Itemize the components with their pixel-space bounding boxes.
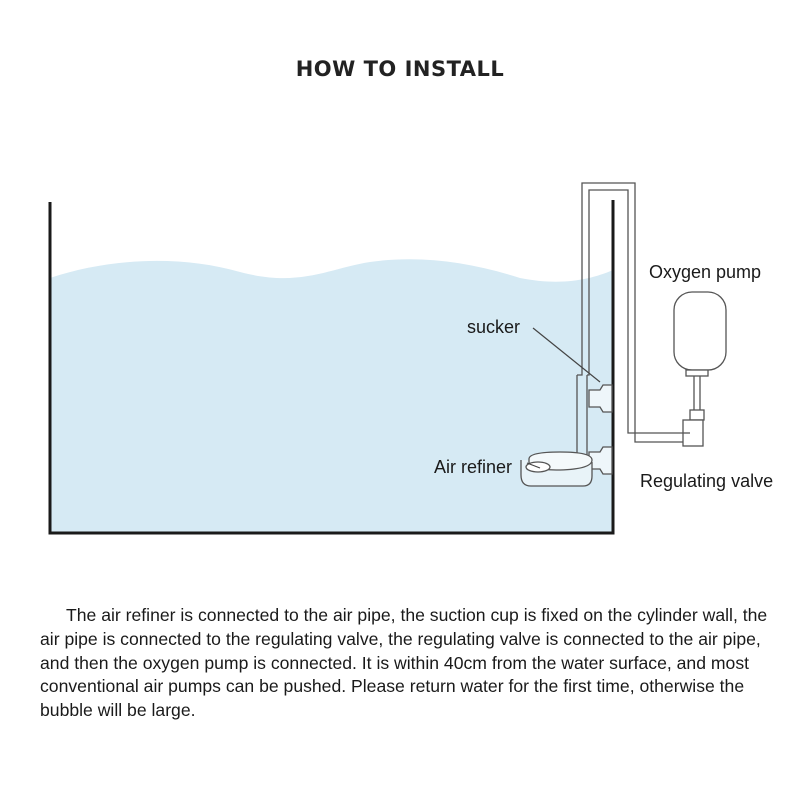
regulating-valve-label: Regulating valve	[640, 471, 774, 491]
installation-description: The air refiner is connected to the air …	[40, 605, 768, 721]
page-title: HOW TO INSTALL	[295, 57, 505, 81]
aquarium-tank	[48, 200, 615, 535]
water	[50, 259, 613, 533]
regulating-valve	[682, 409, 705, 447]
air-refiner-device	[520, 451, 593, 487]
air-refiner-pointer	[526, 462, 541, 469]
sucker-label: sucker	[467, 317, 521, 337]
suction-cups	[588, 384, 613, 475]
sucker-pointer	[532, 327, 601, 383]
air-refiner-label: Air refiner	[434, 457, 513, 477]
oxygen-pump-label: Oxygen pump	[649, 262, 762, 282]
oxygen-pump	[673, 291, 727, 412]
